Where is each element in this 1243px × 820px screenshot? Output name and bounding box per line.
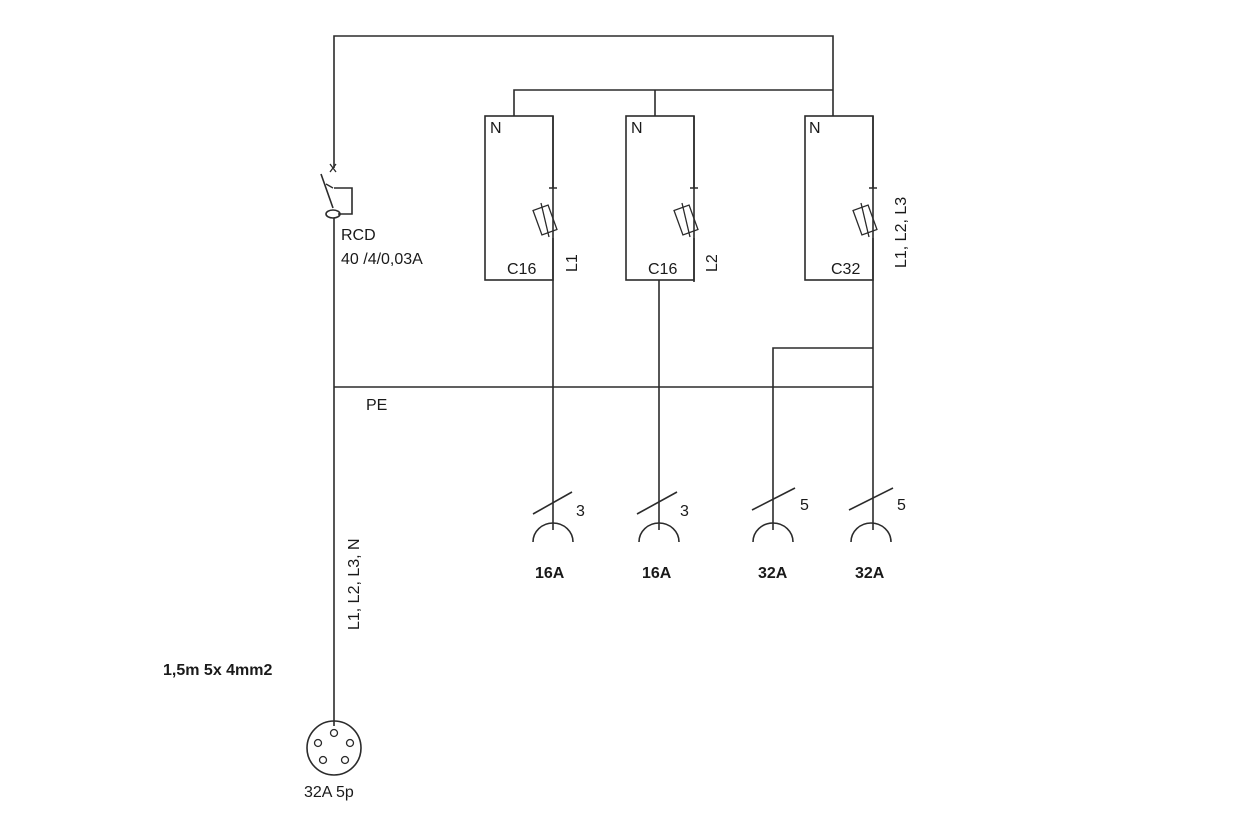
outlet-1 bbox=[532, 388, 574, 543]
outlet-3-rating: 32A bbox=[758, 565, 788, 582]
breaker-2-rating: C16 bbox=[648, 261, 677, 278]
plug-symbol bbox=[306, 720, 362, 776]
plug-pin bbox=[318, 755, 328, 765]
supply-phases-label: L1, L2, L3, N bbox=[346, 538, 363, 630]
neutral-bus-wire bbox=[513, 89, 833, 116]
outlet-2 bbox=[636, 388, 680, 543]
breaker-3-branch-wire bbox=[772, 347, 873, 388]
pole-tick bbox=[532, 491, 573, 515]
outlet-2-poles: 3 bbox=[680, 503, 689, 520]
pole-tick bbox=[636, 491, 678, 515]
rcd-symbol bbox=[320, 163, 353, 388]
breaker-3-phase: L1, L2, L3 bbox=[893, 197, 910, 268]
breaker-1-rating: C16 bbox=[507, 261, 536, 278]
top-return-wire bbox=[333, 35, 834, 168]
breaker-1-neutral: N bbox=[490, 120, 502, 137]
breaker-3-neutral: N bbox=[809, 120, 821, 137]
breaker-3 bbox=[772, 115, 878, 388]
plug-pin bbox=[313, 738, 323, 748]
outlet-1-poles: 3 bbox=[576, 503, 585, 520]
breaker-1-phase: L1 bbox=[564, 254, 581, 272]
pole-tick bbox=[751, 487, 796, 511]
breaker-2 bbox=[625, 115, 699, 388]
socket-icon bbox=[532, 522, 574, 543]
breaker-2-neutral: N bbox=[631, 120, 643, 137]
socket-icon bbox=[752, 522, 794, 543]
supply-cable-label: 1,5m 5x 4mm2 bbox=[163, 662, 273, 679]
breaker-1-frame bbox=[484, 115, 554, 281]
breaker-3-frame bbox=[804, 115, 874, 281]
rcd-switch-blade bbox=[320, 173, 334, 209]
rcd-rating: 40 /4/0,03A bbox=[341, 251, 423, 268]
pe-label: PE bbox=[366, 397, 387, 414]
pole-tick bbox=[848, 487, 894, 511]
outlet-3 bbox=[751, 388, 796, 543]
socket-icon bbox=[638, 522, 680, 543]
rcd-core-ring bbox=[325, 209, 341, 219]
plug-body bbox=[306, 720, 362, 776]
fuse-icon bbox=[852, 204, 878, 236]
outlet-3-poles: 5 bbox=[800, 497, 809, 514]
rcd-trip-box bbox=[334, 187, 353, 215]
rcd-cross-mark bbox=[329, 163, 337, 173]
breaker-2-phase: L2 bbox=[704, 254, 721, 272]
plug-pin bbox=[340, 755, 350, 765]
plug-label: 32A 5p bbox=[304, 784, 354, 801]
socket-icon bbox=[850, 522, 892, 543]
outlet-1-rating: 16A bbox=[535, 565, 565, 582]
outlet-2-rating: 16A bbox=[642, 565, 672, 582]
breaker-2-frame bbox=[625, 115, 695, 281]
rcd-label: RCD bbox=[341, 227, 376, 244]
plug-pin bbox=[329, 728, 339, 738]
fuse-icon bbox=[532, 204, 558, 236]
breaker-3-rating: C32 bbox=[831, 261, 860, 278]
fuse-icon bbox=[673, 204, 699, 236]
breaker-1 bbox=[484, 115, 558, 388]
plug-pin bbox=[345, 738, 355, 748]
outlet-4-poles: 5 bbox=[897, 497, 906, 514]
outlet-4 bbox=[848, 388, 894, 543]
outlet-4-rating: 32A bbox=[855, 565, 885, 582]
